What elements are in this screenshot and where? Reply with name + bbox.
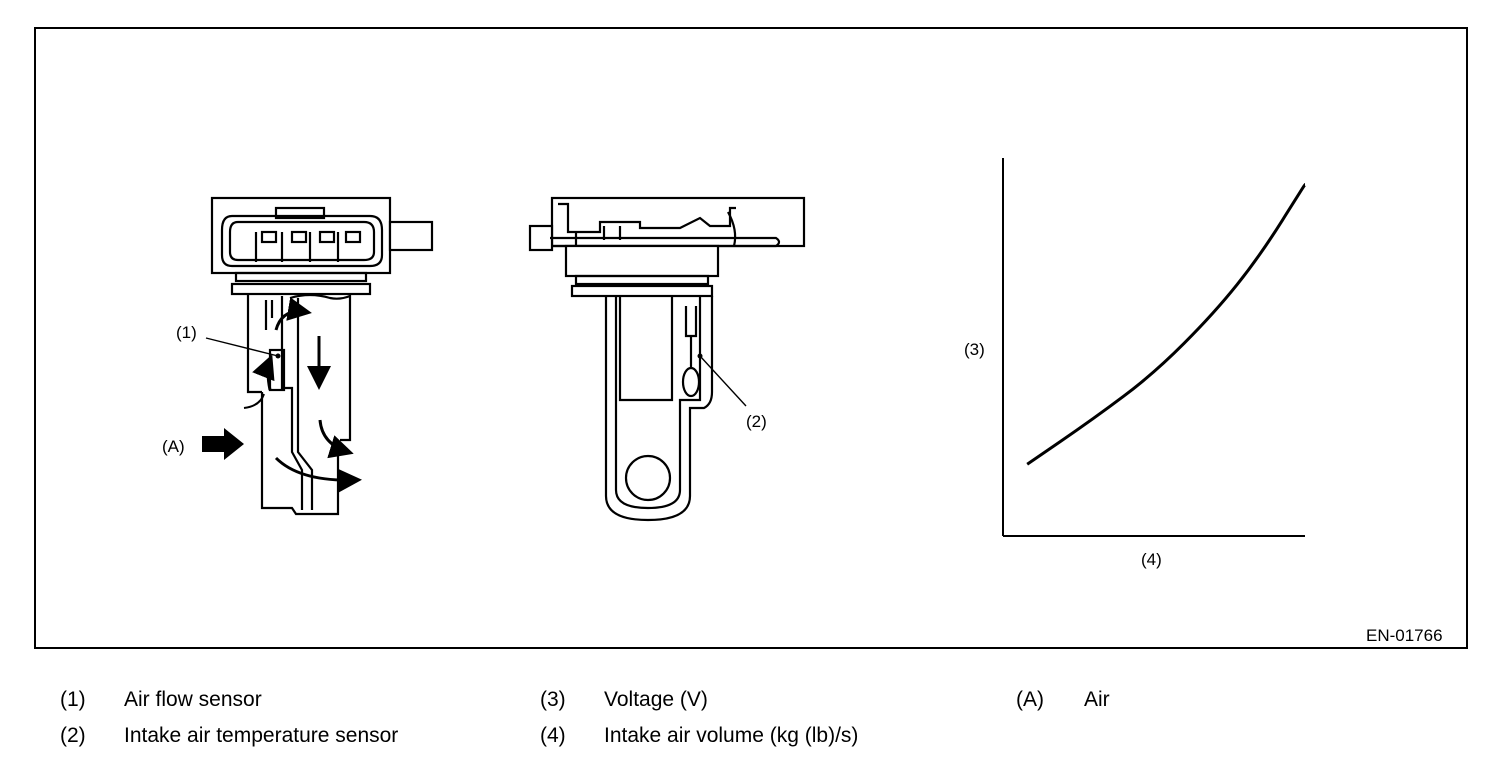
y-axis-label: (3): [964, 340, 985, 359]
legend-item-2: (2) Intake air temperature sensor: [60, 718, 398, 754]
legend-key: (1): [60, 688, 86, 711]
legend-key: (4): [540, 724, 566, 747]
legend-item-a: (A) Air: [1016, 682, 1110, 718]
legend-item-1: (1) Air flow sensor: [60, 682, 398, 718]
characteristic-chart: [1002, 158, 1307, 537]
callout-2-label: (2): [746, 412, 767, 431]
figure-frame: [34, 27, 1468, 649]
callout-a-label: (A): [162, 437, 185, 456]
legend-item-3: (3) Voltage (V): [540, 682, 858, 718]
x-axis-label: (4): [1141, 550, 1162, 569]
legend-text: Air flow sensor: [124, 688, 262, 711]
legend-key: (2): [60, 724, 86, 747]
callout-1-label: (1): [176, 323, 197, 342]
voltage-curve: [1026, 183, 1307, 466]
legend-item-4: (4) Intake air volume (kg (lb)/s): [540, 718, 858, 754]
legend-column-1: (1) Air flow sensor (2) Intake air tempe…: [60, 682, 398, 754]
legend-text: Voltage (V): [604, 688, 708, 711]
air-flow-sensor-drawing: [205, 196, 434, 516]
legend-key: (A): [1016, 688, 1044, 711]
legend-column-2: (3) Voltage (V) (4) Intake air volume (k…: [540, 682, 858, 754]
intake-air-temp-sensor-drawing: [528, 196, 806, 522]
legend-key: (3): [540, 688, 566, 711]
figure-code: EN-01766: [1366, 626, 1443, 645]
legend-text: Air: [1084, 688, 1110, 711]
air-arrow: [202, 428, 244, 460]
legend-text: Intake air volume (kg (lb)/s): [604, 724, 859, 747]
legend-column-3: (A) Air: [1016, 682, 1110, 718]
legend-text: Intake air temperature sensor: [124, 724, 399, 747]
